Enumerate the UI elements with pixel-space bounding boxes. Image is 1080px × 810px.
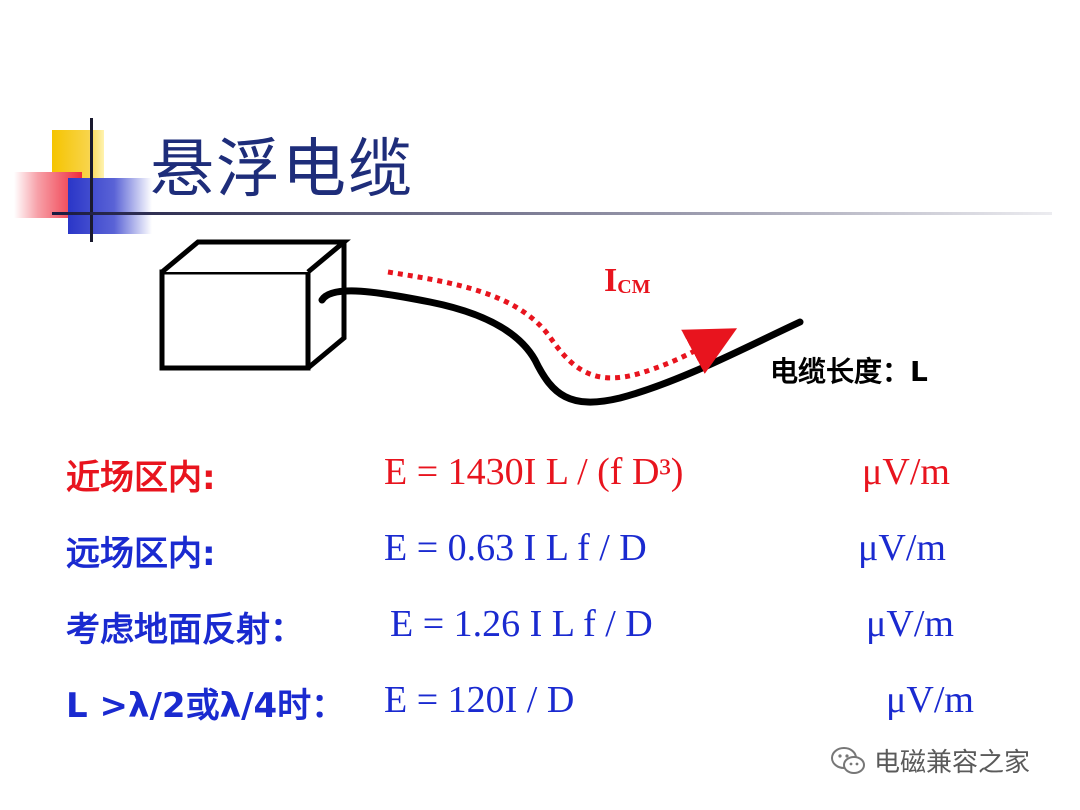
formula-row-far-field: 远场区内: E = 0.63 I L f / D μV/m [0, 526, 1080, 586]
row-formula: E = 1430I L / (f D³) [384, 451, 684, 493]
formula-row-near-field: 近场区内: E = 1430I L / (f D³) μV/m [0, 450, 1080, 510]
common-mode-current-arrow [387, 269, 738, 381]
equipment-box [159, 239, 351, 371]
title-underline [52, 212, 1052, 215]
current-label-sub: CM [617, 276, 651, 298]
row-unit: μV/m [858, 527, 946, 569]
title-deco-yellow [52, 130, 104, 180]
row-label: 远场区内: [66, 534, 216, 574]
row-formula: E = 1.26 I L f / D [390, 603, 653, 645]
row-label: L >λ/2或λ/4时： [66, 686, 346, 726]
watermark-text: 电磁兼容之家 [874, 748, 1031, 778]
page-title: 悬浮电缆 [150, 133, 414, 207]
row-formula: E = 0.63 I L f / D [384, 527, 647, 569]
formula-row-wavelength: L >λ/2或λ/4时： E = 120I / D μV/m [0, 678, 1080, 738]
current-label-main: I [604, 262, 618, 299]
formula-row-ground-reflection: 考虑地面反射： E = 1.26 I L f / D μV/m [0, 602, 1080, 662]
row-unit: μV/m [866, 603, 954, 645]
watermark: 电磁兼容之家 [830, 742, 1030, 779]
cable-length-label: 电缆长度：L [770, 355, 928, 388]
title-deco-blue [68, 178, 152, 234]
row-label: 近场区内: [66, 458, 216, 498]
title-deco-vertical-line [90, 118, 93, 242]
current-label: ICM [604, 262, 651, 300]
row-label: 考虑地面反射： [66, 610, 304, 650]
row-unit: μV/m [862, 451, 950, 493]
row-unit: μV/m [886, 679, 974, 721]
row-formula: E = 120I / D [384, 679, 575, 721]
wechat-icon [831, 746, 865, 774]
cable [318, 287, 804, 406]
